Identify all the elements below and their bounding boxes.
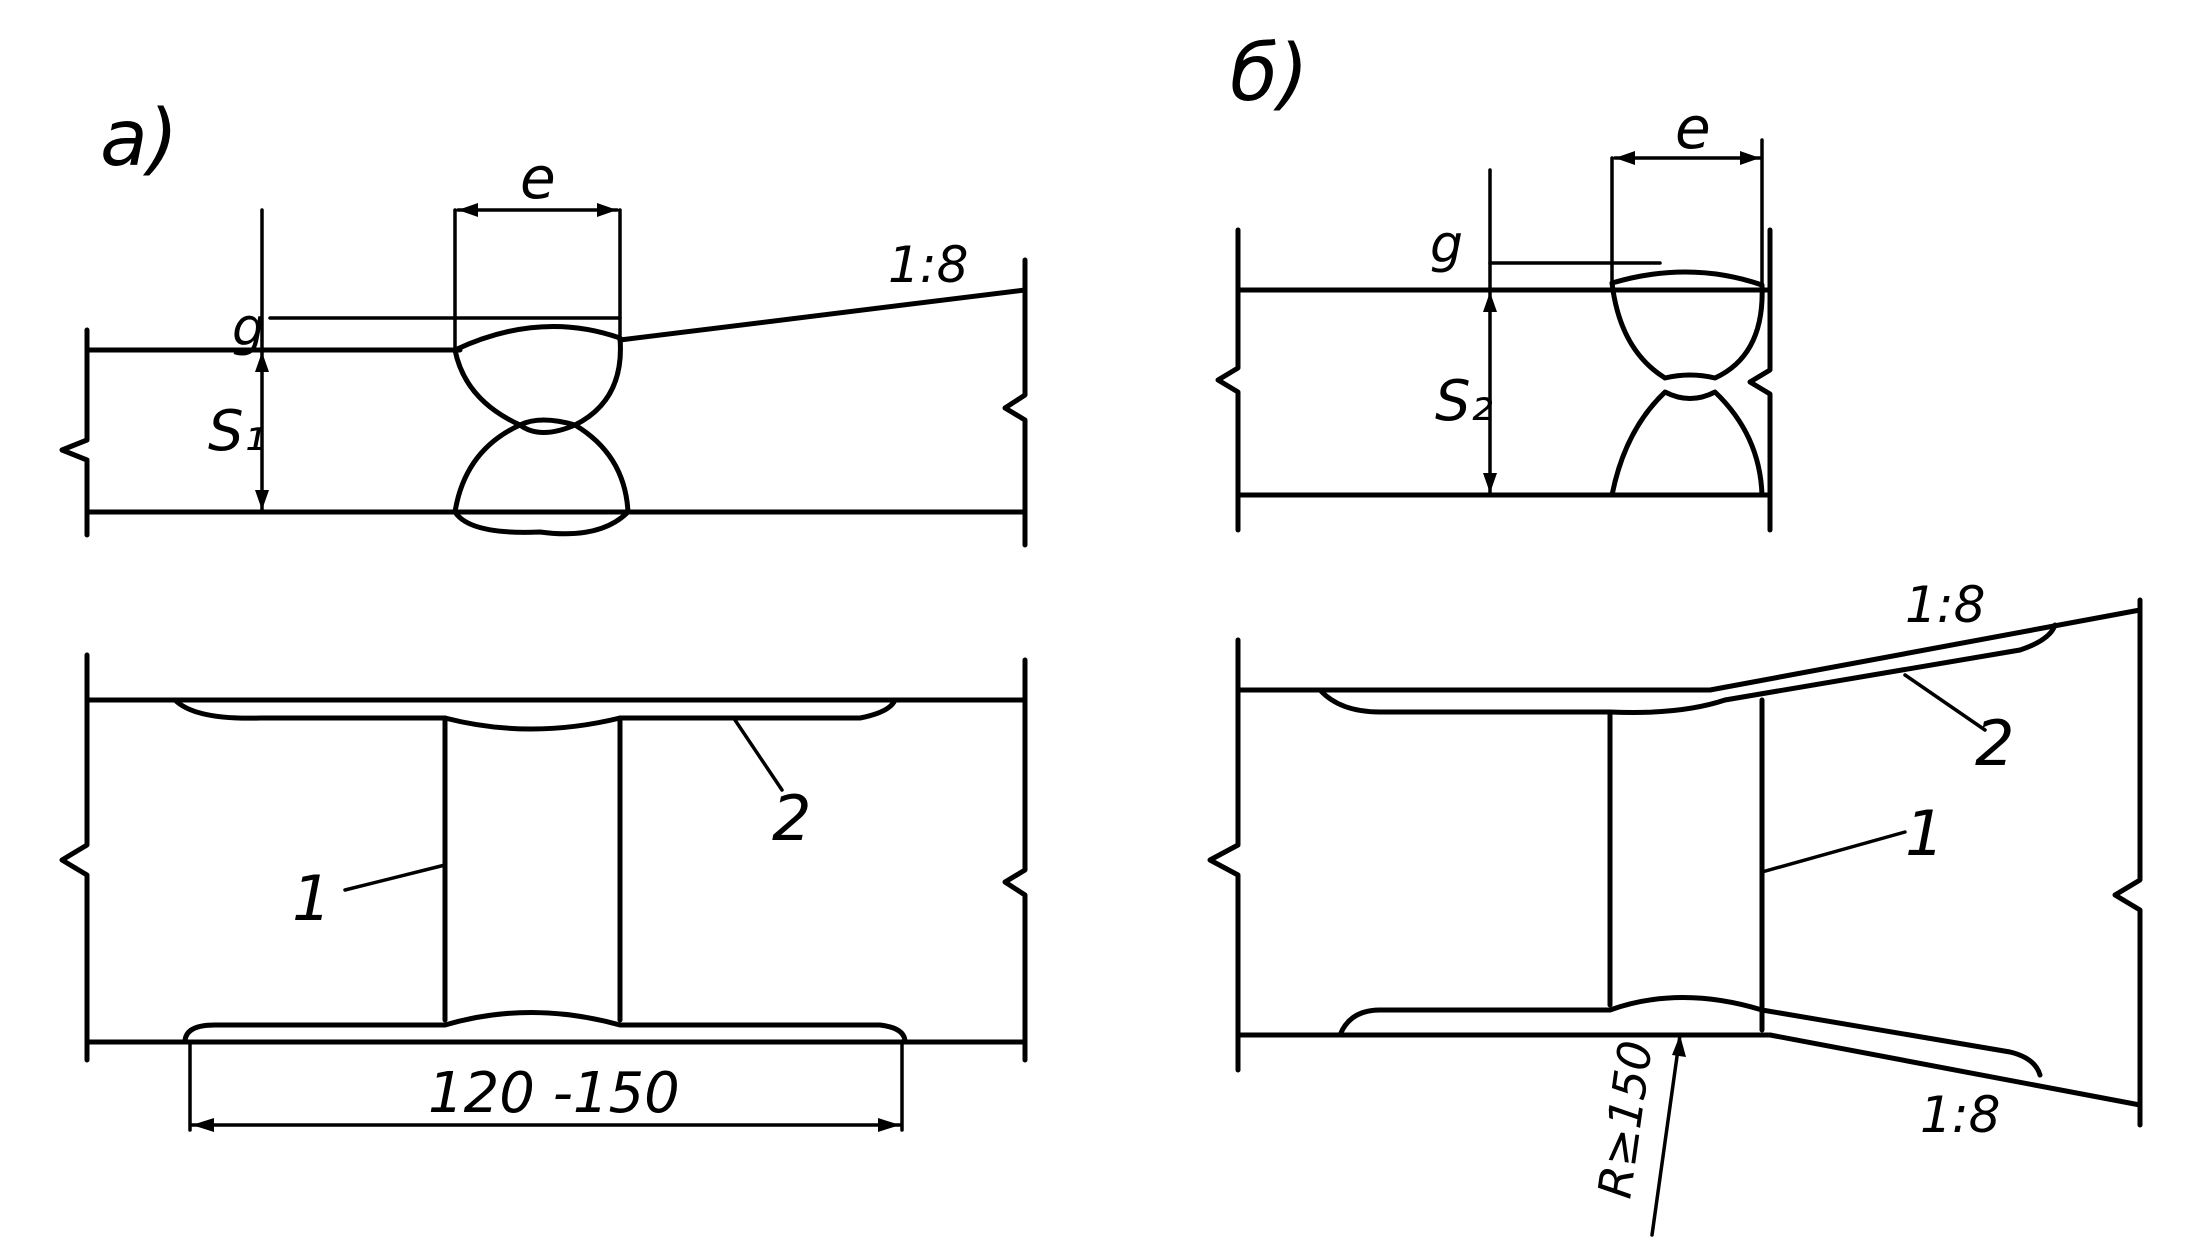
panel-b-plan: R≥150 1:8 1:8 1 2: [1207, 576, 2143, 1237]
panel-b-dim-e: e: [1675, 94, 1711, 162]
panel-a-dim-e: e: [520, 144, 556, 212]
panel-b-dim-g: g: [1430, 215, 1463, 275]
panel-a-callout-1: 1: [292, 862, 331, 935]
panel-b-radius: R≥150: [1587, 1037, 1663, 1201]
panel-b-callout-1: 1: [1905, 797, 1944, 870]
panel-a-plan: 120 -150 1 2: [59, 652, 1028, 1132]
panel-b-slope-top: 1:8: [1905, 576, 1985, 634]
panel-b-slope-bottom: 1:8: [1920, 1086, 2000, 1144]
panel-b-section: e g S₂: [1215, 94, 1773, 533]
panel-a-dim-g: g: [232, 298, 265, 358]
panel-a-slope: 1:8: [888, 236, 968, 294]
panel-b-callout-2: 2: [1975, 707, 2014, 780]
panel-a-label: а): [100, 94, 178, 184]
panel-a-length: 120 -150: [428, 1061, 680, 1126]
panel-a: а) e g S₁ 1: [59, 94, 1028, 1132]
panel-a-callout-2: 2: [772, 782, 811, 855]
panel-b-dim-s: S₂: [1435, 369, 1493, 434]
panel-a-dim-s: S₁: [208, 399, 266, 464]
panel-b-label: б): [1230, 29, 1309, 119]
panel-b: б) e g S₂: [1207, 29, 2143, 1237]
panel-a-section: e g S₁ 1:8: [59, 144, 1028, 548]
